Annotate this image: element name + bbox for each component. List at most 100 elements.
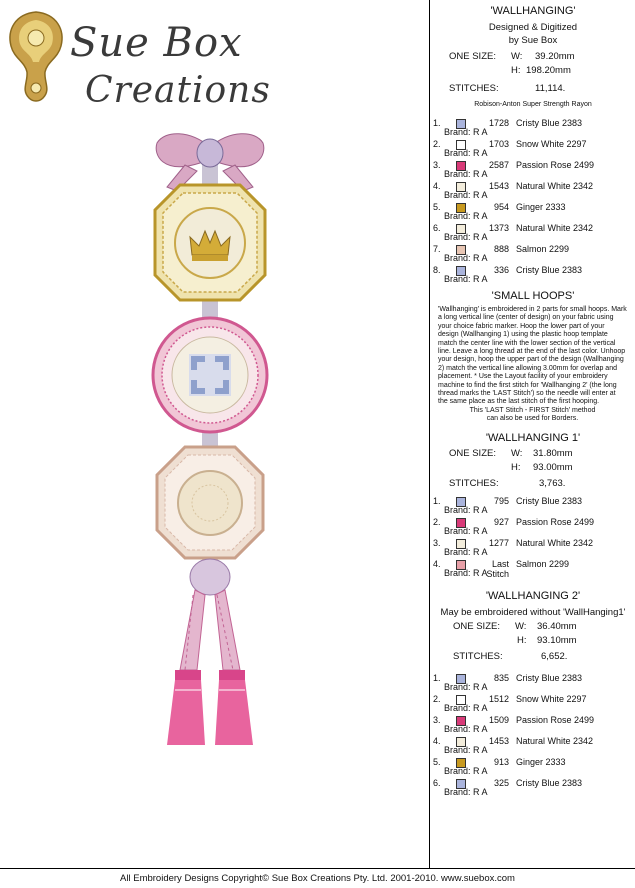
wh2-width-row: ONE SIZE: W: 36.40mm [431,621,635,635]
stitches-row: STITCHES: 11,114. [431,83,635,97]
small-hoops-title: 'SMALL HOOPS' [491,290,575,302]
color-brand: Brand: R A [444,681,488,692]
color-name: Natural White 2342 [516,223,594,233]
color-swatch [456,559,466,570]
size-label: ONE SIZE: [449,51,496,62]
wh2-height-row: H: 93.10mm [431,635,635,649]
color-swatch [456,538,466,549]
color-name: Cristy Blue 2383 [516,495,583,506]
color-stitch-count: 888 [493,244,509,254]
info-panel: 'WALLHANGING' Designed & Digitized by Su… [431,0,635,868]
color-name: Cristy Blue 2383 [516,777,583,788]
color-brand: Brand: R A [444,546,488,557]
color-swatch [456,182,466,192]
color-stitch-count: 1509 [488,714,509,725]
wh2-height-value: 93.10mm [537,634,577,646]
color-number: 2. [433,693,441,704]
color-stitch-count: 325 [493,777,509,788]
color-number: 1. [433,672,441,683]
color-stitch-count: 1373 [488,223,509,233]
color-swatch [456,736,466,747]
color-brand: Brand: R A [444,765,488,776]
color-name: Cristy Blue 2383 [516,672,583,683]
color-brand: Brand: R A [444,148,488,158]
color-swatch [456,694,466,705]
color-number: 4. [433,735,441,746]
wallhanging-illustration [151,133,269,745]
color-name: Passion Rose 2499 [516,160,595,170]
wh1-width-row: ONE SIZE: W: 31.80mm [431,448,635,462]
color-brand: Brand: R A [444,253,488,263]
color-stitch-count: 954 [493,202,509,212]
color-brand: Brand: R A [444,190,488,200]
wh2-note: May be embroidered without 'WallHanging1… [440,606,626,618]
wh1-title: 'WALLHANGING 1' [485,431,581,444]
small-hoops-note2: can also be used for Borders. [486,415,579,423]
small-hoops-body: 'Wallhanging' is embroidered in 2 parts … [438,306,627,406]
color-brand: Brand: R A [444,744,488,755]
color-swatch [456,757,466,768]
color-number: 5. [433,202,441,212]
color-number: 6. [433,777,441,788]
color-brand: Brand: R A [444,723,488,734]
size-width-row: ONE SIZE: W: 39.20mm [431,51,635,65]
color-swatch [456,715,466,726]
color-number: 3. [433,714,441,725]
color-number: 1. [433,495,441,506]
color-swatch [456,673,466,684]
logo-emblem [9,11,63,102]
wh1-width-label: W: [511,447,523,459]
color-stitch-count: 1512 [488,693,509,704]
width-value: 39.20mm [535,51,575,62]
wh2-width-value: 36.40mm [537,620,577,632]
color-stitch-count: 927 [493,516,509,527]
color-stitch-count: 1543 [488,181,509,191]
stitches-value: 11,114. [535,83,566,94]
color-stitch-count: 1453 [488,735,509,746]
color-name: Ginger 2333 [516,756,566,767]
wh2-stitches-value: 6,652. [541,650,568,662]
color-number: 2. [433,139,441,149]
color-name: Salmon 2299 [516,558,570,569]
thread-brand: Robison-Anton Super Strength Rayon [474,101,592,108]
color-swatch [456,778,466,789]
color-swatch [456,140,466,150]
color-brand: Brand: R A [444,702,488,713]
color-name: Ginger 2333 [516,202,566,212]
wh2-width-label: W: [515,620,527,632]
color-stitch-count: 835 [493,672,509,683]
color-brand: Brand: R A [444,504,488,515]
color-brand: Brand: R A [444,567,488,578]
color-swatch [456,245,466,255]
color-number: 3. [433,160,441,170]
wh1-stitches-row: STITCHES: 3,763. [431,478,635,492]
width-label: W: [511,51,523,62]
color-brand: Brand: R A [444,211,488,221]
stitches-label: STITCHES: [449,83,499,94]
color-number: 4. [433,181,441,191]
color-stitch-count: Last Stitch [486,558,509,579]
color-stitch-count: 1728 [488,118,509,128]
color-name: Passion Rose 2499 [516,714,595,725]
height-value: 198.20mm [526,65,571,76]
wh1-size-label: ONE SIZE: [449,447,496,459]
color-name: Natural White 2342 [516,537,594,548]
wh2-title: 'WALLHANGING 2' [485,589,581,602]
color-name: Salmon 2299 [516,244,570,254]
wh2-stitches-label: STITCHES: [453,650,503,662]
color-number: 5. [433,756,441,767]
color-number: 4. [433,558,441,569]
color-stitch-count: 2587 [488,160,509,170]
small-hoops-note1: This 'LAST Stitch - FIRST Stitch' method [469,406,596,414]
column-divider [429,0,430,868]
color-name: Natural White 2342 [516,181,594,191]
